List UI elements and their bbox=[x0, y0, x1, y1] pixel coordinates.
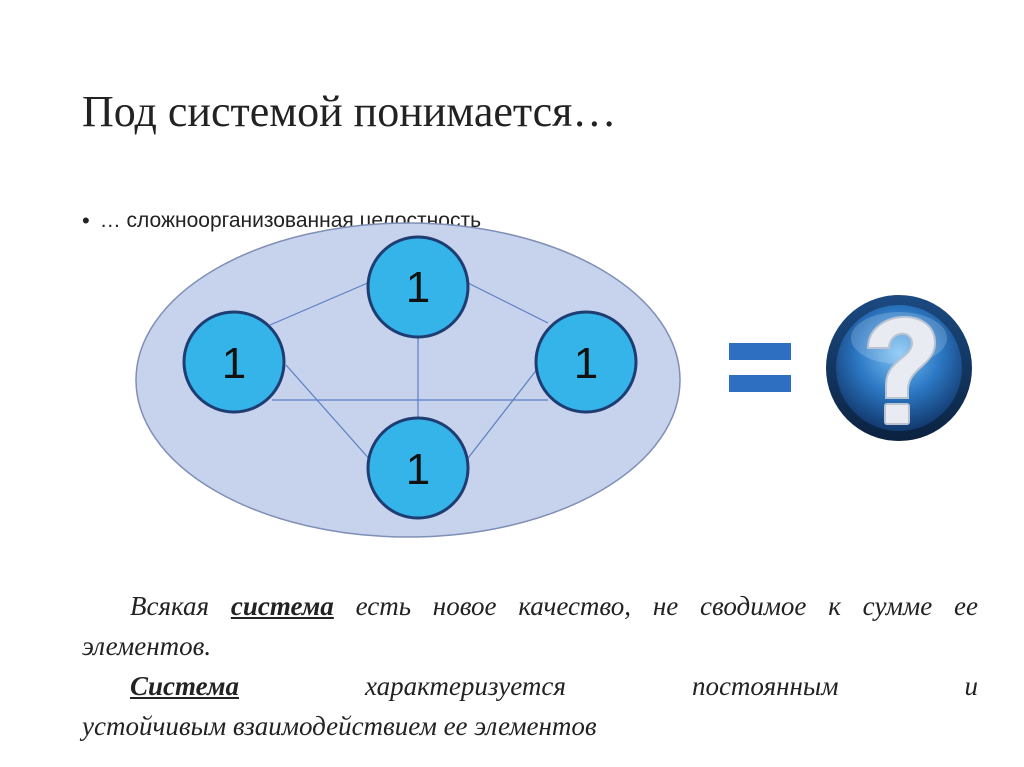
node-left-label: 1 bbox=[222, 339, 246, 388]
node-top: 1 bbox=[366, 235, 470, 339]
bullet-dot: • bbox=[82, 208, 90, 233]
node-bottom: 1 bbox=[366, 416, 470, 520]
edge-left-top bbox=[269, 281, 371, 326]
node-top-label: 1 bbox=[406, 263, 430, 312]
edge-right-bottom bbox=[464, 367, 539, 463]
slide-title: Под системой понимается… bbox=[82, 87, 617, 136]
p2-line1: Система характеризуется постоянным и bbox=[82, 666, 978, 706]
edge-left-bottom bbox=[285, 364, 373, 463]
node-right-label: 1 bbox=[574, 339, 598, 388]
paragraph-system-quality: Всякая система есть новое качество, не с… bbox=[82, 586, 978, 666]
edges bbox=[269, 281, 549, 463]
keyword-system: система bbox=[230, 591, 334, 621]
p1-start: Всякая bbox=[130, 591, 231, 621]
system-ellipse bbox=[135, 222, 681, 538]
node-right: 1 bbox=[534, 310, 638, 414]
p2-line2: устойчивым взаимодействием ее элементов bbox=[82, 711, 597, 741]
keyword-system-2: Система bbox=[130, 671, 239, 701]
p2-rest: характеризуется постоянным и bbox=[238, 671, 978, 701]
node-bottom-label: 1 bbox=[406, 445, 430, 494]
equals-sign bbox=[729, 343, 791, 392]
paragraph-system-interaction: Система характеризуется постоянным и усто… bbox=[82, 666, 978, 746]
p1-rest: есть новое качество, не сводимое к сумме… bbox=[82, 591, 978, 661]
node-left: 1 bbox=[182, 310, 286, 414]
edge-top-right bbox=[465, 281, 549, 324]
question-mark-icon bbox=[826, 295, 972, 441]
